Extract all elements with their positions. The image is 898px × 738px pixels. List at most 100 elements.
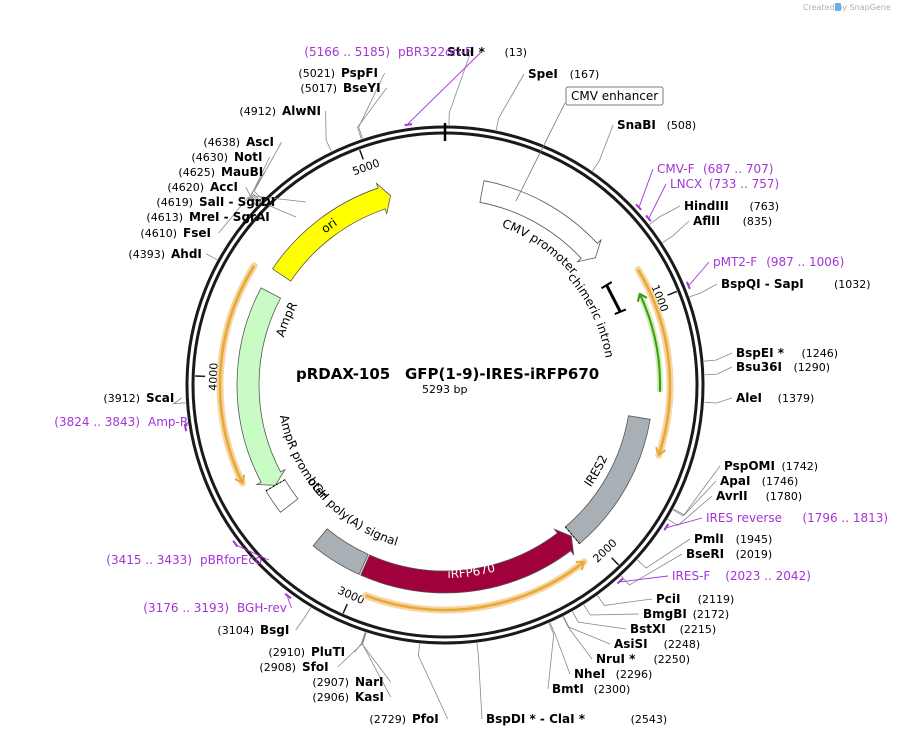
enzyme-leader — [667, 495, 713, 526]
enzyme-name-BspDI: BspDI * - ClaI * — [486, 712, 586, 726]
enzyme-name-BspEI: BspEI * — [736, 346, 785, 360]
primer-name-IRES-F: IRES-F — [672, 569, 710, 583]
enzyme-position: (1379) — [778, 392, 815, 405]
enzyme-leader — [358, 72, 385, 139]
enzyme-name-NruI: NruI * — [596, 652, 636, 666]
green-orf-arc — [638, 293, 661, 392]
primer-position: (3824 .. 3843) — [54, 415, 140, 429]
tick-label: 3000 — [336, 584, 367, 607]
enzyme-name-AsiSI: AsiSI — [614, 637, 648, 651]
tick-label: 5000 — [351, 156, 382, 178]
enzyme-position: (763) — [749, 200, 779, 213]
tick-mark — [611, 557, 620, 566]
orf-arrow-icon — [575, 560, 586, 571]
enzyme-position: (2910) — [268, 646, 305, 659]
cmv-enhancer-label: CMV enhancer — [571, 89, 658, 103]
enzyme-leader — [253, 141, 283, 200]
enzyme-name-PluTI: PluTI — [311, 645, 345, 659]
enzyme-name-PspFI: PspFI — [341, 66, 378, 80]
primer-leader — [620, 575, 669, 583]
snapgene-logo-icon — [835, 3, 841, 11]
enzyme-leader — [295, 607, 311, 631]
enzyme-leader — [547, 623, 555, 690]
plasmid-insert: GFP(1-9)-IRES-iRFP670 — [405, 365, 599, 383]
enzyme-position: (4610) — [140, 227, 177, 240]
enzyme-position: (1746) — [762, 475, 799, 488]
primer-position: (3415 .. 3433) — [106, 553, 192, 567]
primer-leader — [638, 168, 654, 207]
enzyme-position: (167) — [570, 68, 600, 81]
enzyme-leader — [417, 643, 449, 720]
enzyme-name-Bsu36I: Bsu36I — [736, 360, 782, 374]
primer-leader — [407, 51, 482, 124]
enzyme-leader — [649, 205, 681, 225]
primer-name-Amp-R: Amp-R — [148, 415, 188, 429]
enzyme-position: (2300) — [594, 683, 631, 696]
enzyme-name-AflII: AflII — [693, 214, 720, 228]
orf-arc — [218, 265, 256, 484]
enzyme-leader — [704, 397, 733, 404]
primer-name-CMV-F: CMV-F — [657, 162, 695, 176]
enzyme-position: (4393) — [128, 248, 165, 261]
enzyme-position: (4638) — [203, 136, 240, 149]
primer-mark — [635, 203, 642, 211]
enzyme-leader — [248, 196, 297, 218]
snapgene-credit: Created by SnapGene — [803, 3, 891, 12]
enzyme-position: (2906) — [312, 691, 349, 704]
tick-mark — [667, 290, 678, 296]
enzyme-leader — [637, 538, 691, 569]
enzyme-position: (2215) — [680, 623, 717, 636]
feature-cmv-promoter — [479, 180, 602, 263]
enzyme-leader — [476, 642, 483, 720]
enzyme-leader — [495, 73, 525, 131]
orf-arrow-icon — [234, 474, 246, 485]
primer-position: (687 .. 707) — [703, 162, 773, 176]
site-labels: StuI *(13)SpeI(167)SnaBI(508)HindIII(763… — [54, 45, 888, 726]
enzyme-name-BseYI: BseYI — [343, 81, 381, 95]
primer-leader — [648, 183, 667, 218]
primer-name-pBR322ori-F: pBR322ori-F — [398, 45, 472, 59]
enzyme-position: (508) — [667, 119, 697, 132]
enzyme-name-BmtI: BmtI — [552, 682, 584, 696]
enzyme-leader — [592, 124, 614, 172]
enzyme-leader — [250, 171, 265, 203]
enzyme-position: (2908) — [259, 661, 296, 674]
enzyme-name-BsgI: BsgI — [260, 623, 289, 637]
enzyme-leader — [572, 611, 627, 630]
plasmid-name: pRDAX-105 — [296, 365, 390, 383]
enzyme-name-MauBI: MauBI — [221, 165, 263, 179]
primer-leader — [688, 261, 710, 286]
enzyme-name-AvrII: AvrII — [716, 489, 748, 503]
enzyme-name-PciI: PciI — [656, 592, 681, 606]
primer-mark — [663, 523, 670, 531]
leader-lines — [172, 51, 733, 720]
primer-mark — [645, 214, 652, 222]
enzyme-position: (2019) — [736, 548, 773, 561]
enzyme-name-StuI: StuI * — [447, 45, 486, 59]
enzyme-leader — [583, 604, 640, 616]
chimeric-intron-bar — [605, 284, 622, 313]
enzyme-position: (1945) — [736, 533, 773, 546]
enzyme-position: (1246) — [801, 347, 838, 360]
feature-ampr — [236, 287, 287, 486]
primer-name-pMT2-F: pMT2-F — [713, 255, 757, 269]
enzyme-leader — [562, 616, 593, 660]
primer-position: (987 .. 1006) — [766, 255, 844, 269]
green-orf-arrow-icon — [636, 292, 648, 303]
enzyme-leader — [662, 220, 690, 243]
primer-position: (733 .. 757) — [709, 177, 779, 191]
enzyme-position: (4912) — [239, 105, 276, 118]
enzyme-name-KasI: KasI — [355, 690, 384, 704]
enzyme-position: (3912) — [103, 392, 140, 405]
enzyme-leader — [620, 553, 683, 586]
primer-name-BGH-rev: BGH-rev — [237, 601, 287, 615]
plasmid-size: 5293 bp — [422, 383, 467, 396]
primer-name-pBRforEco: pBRforEco — [200, 553, 262, 567]
enzyme-leader — [704, 366, 733, 376]
feature-bgh — [312, 528, 369, 575]
enzyme-leader — [549, 622, 571, 675]
enzyme-name-AlwNI: AlwNI — [282, 104, 321, 118]
cmv-enhancer-box — [565, 86, 664, 106]
primer-leader — [184, 421, 189, 428]
enzyme-position: (4625) — [178, 166, 215, 179]
